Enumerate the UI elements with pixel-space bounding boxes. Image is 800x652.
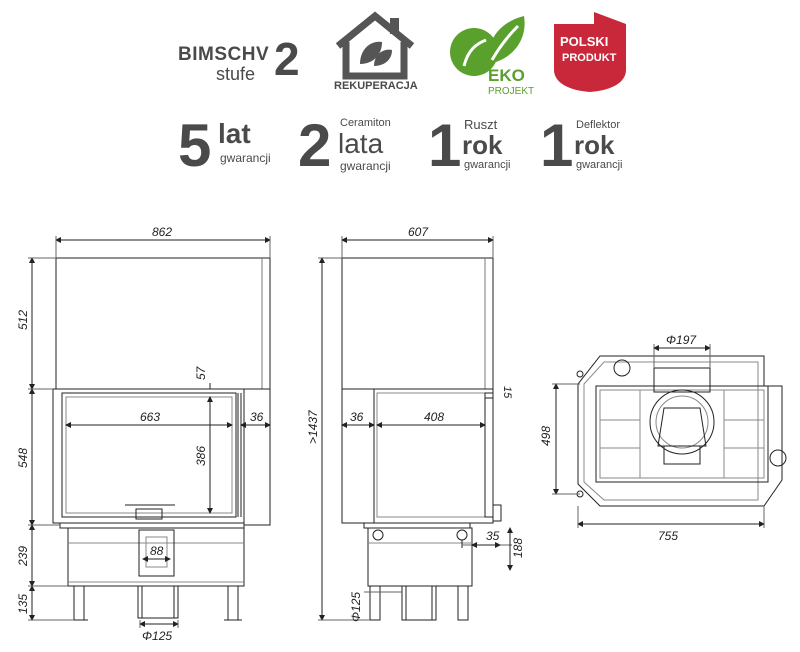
warranty-top: Ruszt <box>464 117 498 132</box>
top-view <box>576 355 787 507</box>
eko-label: EKO <box>488 66 525 85</box>
polski-produkt-badge: POLSKI PRODUKT <box>550 10 632 92</box>
warranty-1-rok-ruszt: 1 Ruszt rok gwarancji <box>428 116 528 176</box>
dim-top-flue: Φ197 <box>666 333 697 347</box>
dim-front-outlet: Φ125 <box>142 629 172 643</box>
warranty-word: lata <box>338 128 384 159</box>
warranty-number: 1 <box>540 112 574 179</box>
rekuperacja-label: REKUPERACJA <box>334 80 418 92</box>
warranty-top: Deflektor <box>576 119 621 131</box>
dim-front-leg-height: 135 <box>16 594 30 614</box>
warranty-word: rok <box>462 130 503 160</box>
dim-front-width: 862 <box>152 225 172 239</box>
eko-sublabel: PROJEKT <box>488 86 535 97</box>
house-leaf-icon <box>335 11 415 80</box>
dim-front-gap: 57 <box>194 365 208 380</box>
warranty-1-rok-deflektor: 1 Deflektor rok gwarancji <box>540 116 640 176</box>
warranty-2-lata: 2 Ceramiton lata gwarancji <box>298 116 408 176</box>
warranty-sub: gwarancji <box>220 151 271 165</box>
warranty-word: lat <box>218 118 251 149</box>
dim-front-top-height: 512 <box>16 310 30 330</box>
bimsch-line1: BIMSCHV <box>178 44 270 65</box>
dim-side-offset: 36 <box>350 410 364 424</box>
dim-top-depth: 498 <box>539 426 553 446</box>
warranty-sub: gwarancji <box>464 159 511 171</box>
dim-side-glass-width: 408 <box>424 410 444 424</box>
bimsch-line2: stufe <box>216 64 256 84</box>
eko-badge: EKO PROJEKT <box>446 10 538 97</box>
dim-side-width: 607 <box>408 225 429 239</box>
dim-front-glass-height: 386 <box>194 446 208 466</box>
warranty-number: 5 <box>178 112 212 179</box>
bimsch-badge: BIMSCHV stufe 2 <box>178 36 308 88</box>
warranty-sub: gwarancji <box>340 159 391 173</box>
polski-label: POLSKI <box>560 34 609 49</box>
dim-front-glass-width: 663 <box>140 410 160 424</box>
warranty-number: 2 <box>298 112 332 179</box>
dim-side-total: >1437 <box>306 409 320 444</box>
dim-side-small: 15 <box>501 386 513 399</box>
warranty-number: 1 <box>428 112 462 179</box>
dim-side-188: 188 <box>511 538 525 558</box>
dim-front-inlet: 88 <box>150 544 164 558</box>
produkt-label: PRODUKT <box>562 52 617 64</box>
dim-side-35: 35 <box>486 529 500 543</box>
polski-produkt-tag-icon <box>554 12 626 92</box>
dim-front-side: 36 <box>250 410 264 424</box>
rekuperacja-badge: REKUPERACJA <box>330 10 420 95</box>
dim-front-base-height: 239 <box>16 546 30 567</box>
front-view <box>52 257 271 621</box>
warranty-top: Ceramiton <box>340 117 391 129</box>
warranty-5-lat: 5 lat gwarancji <box>178 116 288 176</box>
eko-leaves-icon <box>450 16 525 76</box>
dim-top-width: 755 <box>658 529 678 543</box>
warranty-sub: gwarancji <box>576 159 623 171</box>
warranty-word: rok <box>574 130 615 160</box>
side-view <box>341 257 502 621</box>
dim-front-door-height: 548 <box>16 448 30 468</box>
bimsch-number: 2 <box>274 33 300 85</box>
dim-side-outlet: Φ125 <box>349 592 363 622</box>
